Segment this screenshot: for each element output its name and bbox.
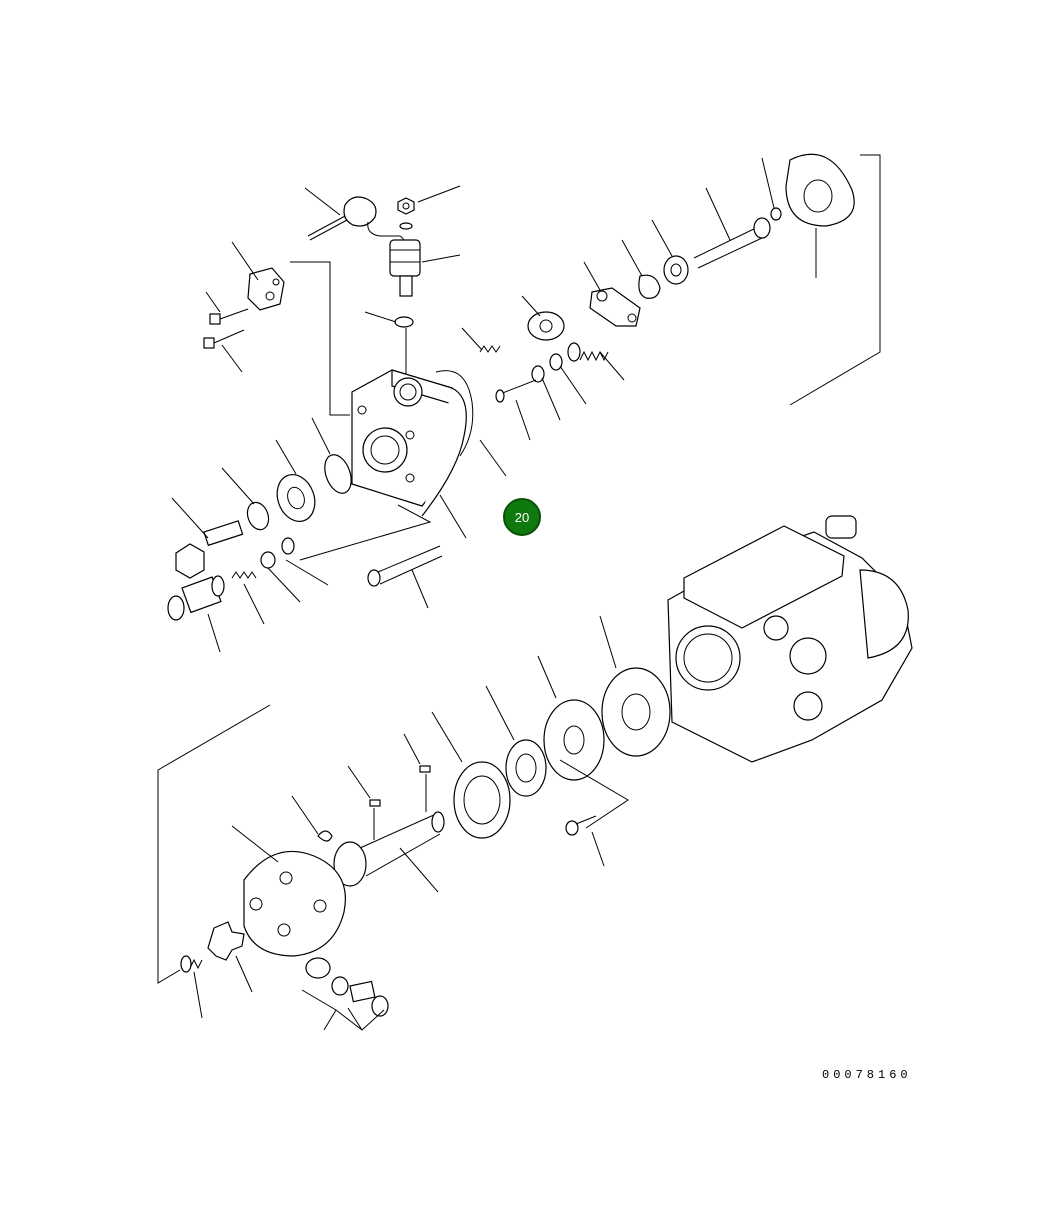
nut xyxy=(397,185,461,215)
drive-shaft xyxy=(333,811,445,893)
group-bracket-bottom-left xyxy=(157,704,271,984)
fitting-plug xyxy=(167,575,225,653)
regulating-valve-set xyxy=(301,957,389,1031)
fuel-cut-solenoid xyxy=(389,222,461,297)
governor-plate xyxy=(583,261,641,327)
callout-number: 20 xyxy=(514,509,530,525)
feed-pump-body xyxy=(231,825,346,957)
head-bolt xyxy=(367,545,443,609)
shim-washer xyxy=(651,219,689,285)
screw-lower xyxy=(203,329,245,373)
bracket-plate xyxy=(231,241,285,311)
key-lower xyxy=(347,765,381,840)
washer-stack xyxy=(531,353,587,421)
shaft-key-clip xyxy=(291,795,333,842)
drawing-number: 00078160 xyxy=(822,1068,912,1082)
group-bracket-top-right xyxy=(789,154,881,406)
cam-plate xyxy=(537,655,629,829)
screw-upper xyxy=(205,291,249,325)
delivery-valve xyxy=(260,537,329,603)
connector-wire xyxy=(304,187,405,247)
distributor-head xyxy=(299,369,467,561)
small-nut xyxy=(761,157,782,221)
coupling xyxy=(485,685,547,797)
vane-rotor xyxy=(207,921,253,993)
group-bracket-head xyxy=(290,261,350,416)
pump-housing xyxy=(667,515,913,763)
drive-gear xyxy=(431,711,511,839)
delivery-valve-holder xyxy=(275,439,316,522)
pin xyxy=(495,379,537,441)
feed-spring xyxy=(180,955,203,1019)
part-callout-badge[interactable]: 20 xyxy=(503,498,541,536)
governor-cover xyxy=(785,153,855,278)
adjusting-lever-shaft xyxy=(693,187,771,269)
o-ring-small xyxy=(364,311,414,378)
snap-ring xyxy=(621,239,661,299)
screw-governor xyxy=(461,327,501,353)
head-o-ring-large xyxy=(435,370,507,477)
lever-shaft-spring xyxy=(567,342,625,381)
cam-plate-bolt xyxy=(565,815,605,867)
drive-gear-plate xyxy=(599,615,671,757)
head-o-ring-small xyxy=(311,417,352,494)
gasket-washer xyxy=(221,467,270,531)
valve-spring xyxy=(231,571,265,625)
banjo-bolt xyxy=(171,497,244,579)
sleeve xyxy=(521,295,565,341)
key-upper xyxy=(403,733,431,812)
